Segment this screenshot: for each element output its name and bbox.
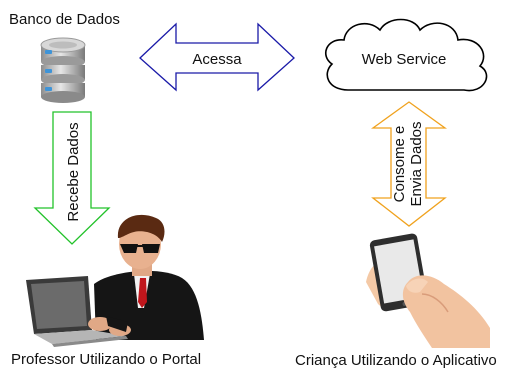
receive-arrow: Recebe Dados xyxy=(33,111,111,245)
consume-arrow-shape xyxy=(370,101,448,227)
hand-tablet-icon xyxy=(366,233,490,348)
consume-arrow: Consome e Envia Dados xyxy=(370,101,448,227)
web-service-label: Web Service xyxy=(362,51,447,68)
database-icon xyxy=(40,37,86,103)
consume-label-line1: Consome e xyxy=(391,126,408,203)
access-arrow-shape xyxy=(139,22,295,92)
teacher-label: Professor Utilizando o Portal xyxy=(11,351,202,368)
teacher-laptop-icon xyxy=(26,214,204,347)
cloud-icon: Web Service xyxy=(324,18,488,92)
receive-label: Recebe Dados xyxy=(65,122,82,221)
consume-label-line2: Envia Dados xyxy=(408,121,425,206)
access-arrow: Acessa xyxy=(139,22,295,92)
database-label: Banco de Dados xyxy=(9,11,120,28)
child-label: Criança Utilizando o Aplicativo xyxy=(295,352,497,369)
receive-arrow-shape xyxy=(33,111,111,245)
access-label: Acessa xyxy=(192,51,242,68)
